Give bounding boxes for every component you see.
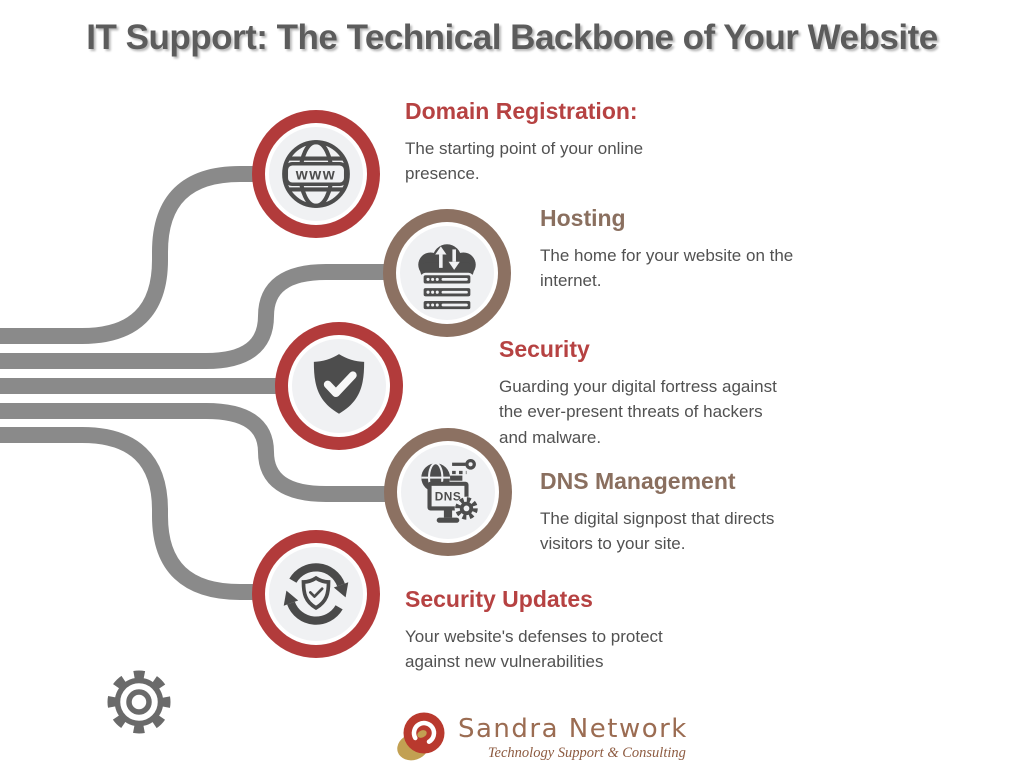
- www-globe-icon: www: [282, 140, 350, 208]
- item-security-updates: Security Updates Your website's defenses…: [405, 586, 663, 675]
- shield-check-icon: [313, 354, 365, 414]
- www-label: www: [295, 167, 337, 184]
- brand-tagline: Technology Support & Consulting: [487, 745, 686, 762]
- refresh-shield-icon: [283, 563, 349, 625]
- item-body: The digital signpost that directs visito…: [540, 508, 775, 554]
- page-title: IT Support: The Technical Backbone of Yo…: [86, 18, 938, 57]
- sandra-network-logo-mark: [397, 712, 445, 761]
- item-body: The starting point of your online presen…: [405, 138, 644, 184]
- item-body: Guarding your digital fortress against t…: [499, 376, 777, 448]
- brand-name: Sandra Network: [458, 714, 688, 744]
- item-heading: Hosting: [540, 205, 626, 231]
- item-security: Security Guarding your digital fortress …: [499, 336, 777, 451]
- medallion-security: [275, 322, 403, 450]
- gear-outline-icon: [107, 670, 171, 734]
- connector-hosting: [0, 264, 386, 369]
- medallion-security-updates: [252, 530, 380, 658]
- item-hosting: Hosting The home for your website on the…: [540, 205, 793, 294]
- item-heading: Domain Registration:: [405, 98, 638, 124]
- item-body: The home for your website on the interne…: [540, 245, 794, 291]
- medallion-hosting: [383, 209, 511, 337]
- item-domain-registration: Domain Registration: The starting point …: [405, 98, 643, 187]
- medallion-dns-management: DNS: [384, 428, 512, 556]
- item-heading: DNS Management: [540, 468, 736, 494]
- dns-monitor-icon: DNS: [421, 458, 479, 523]
- cloud-server-icon: [418, 244, 476, 312]
- connector-domain: [0, 166, 258, 344]
- item-body: Your website's defenses to protect again…: [405, 626, 663, 672]
- medallion-domain-registration: www: [252, 110, 380, 238]
- item-heading: Security: [499, 336, 590, 362]
- item-dns-management: DNS Management The digital signpost that…: [540, 468, 774, 557]
- connector-updates: [0, 427, 258, 600]
- sandra-network-logo: Sandra Network Technology Support & Cons…: [392, 708, 688, 766]
- dns-label: DNS: [435, 490, 461, 504]
- item-heading: Security Updates: [405, 586, 593, 612]
- connector-dns: [0, 403, 390, 502]
